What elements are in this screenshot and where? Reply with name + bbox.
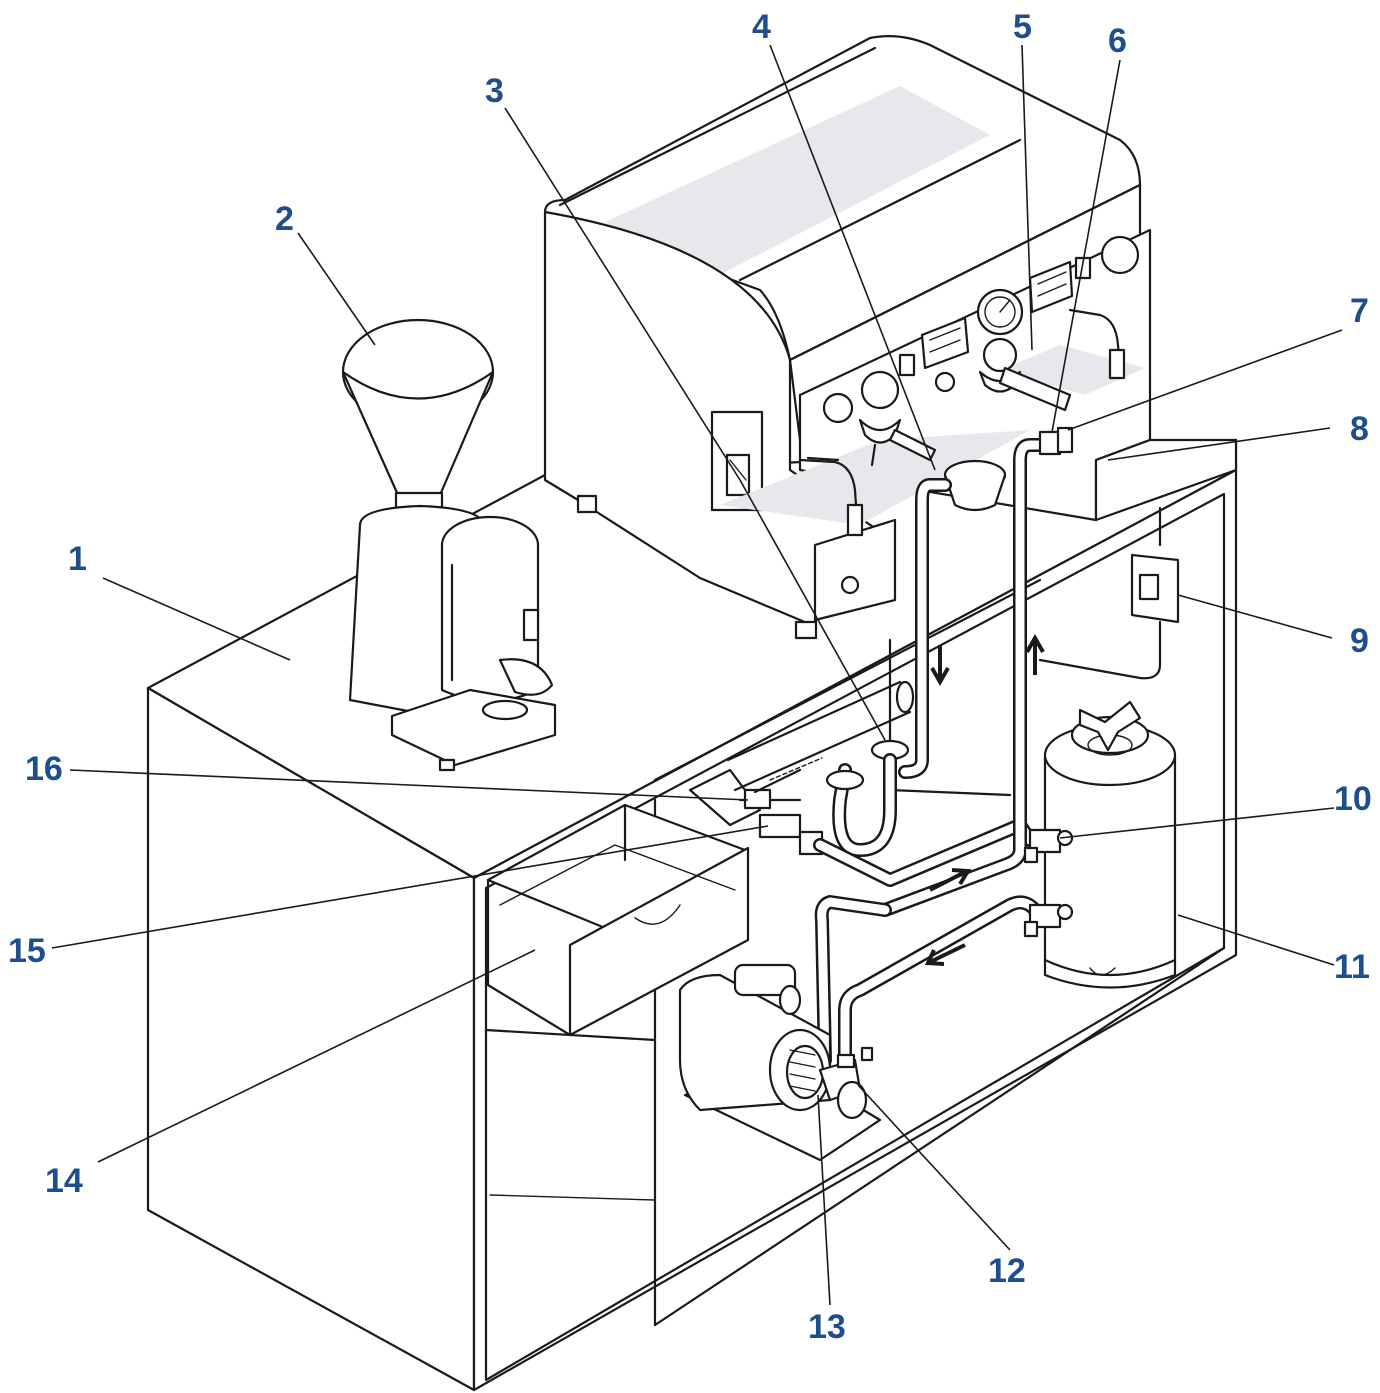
drawer-front xyxy=(568,846,750,1037)
leader-2 xyxy=(297,232,376,346)
cup-warmer-tray xyxy=(605,86,990,285)
leader-16 xyxy=(69,769,749,801)
electrical-switch-box xyxy=(1038,438,1238,680)
callout-4: 4 xyxy=(752,8,771,46)
leader-15 xyxy=(51,825,769,949)
flow-down-arrow-icon xyxy=(930,645,950,687)
steam-knob-icon xyxy=(1100,235,1140,275)
motor-capacitor xyxy=(733,963,797,997)
drawer-handle-icon xyxy=(634,904,681,925)
pump-outlet xyxy=(836,1080,868,1120)
left-display-icon xyxy=(920,316,970,370)
coffee-grinder xyxy=(341,318,557,772)
wall-switch-icon xyxy=(1138,573,1160,601)
water-tap xyxy=(743,788,772,810)
counter-side-face xyxy=(472,468,1238,1392)
leader-12 xyxy=(857,1084,1011,1251)
water-softener xyxy=(1023,700,1177,989)
waste-drawer xyxy=(486,803,750,1037)
callout-6: 6 xyxy=(1108,22,1127,60)
flow-up-arrow-icon xyxy=(1025,633,1045,675)
leader-4 xyxy=(769,44,936,471)
leader-6 xyxy=(1051,59,1121,433)
plumbing xyxy=(688,426,1074,1067)
leader-1 xyxy=(102,577,291,661)
group-head-left-icon xyxy=(860,370,900,410)
leader-5 xyxy=(1021,44,1033,351)
callout-5: 5 xyxy=(1013,8,1032,46)
leader-14 xyxy=(97,949,536,1163)
callout-8: 8 xyxy=(1350,410,1369,448)
callout-10: 10 xyxy=(1334,780,1372,818)
callout-14: 14 xyxy=(45,1162,83,1200)
drip-tray xyxy=(720,430,1030,525)
callout-16: 16 xyxy=(25,750,63,788)
left-switch-icon xyxy=(898,353,916,377)
flow-left-arrow-icon xyxy=(924,943,966,966)
grinder-base xyxy=(390,688,557,767)
pump-motor xyxy=(678,963,882,1162)
callout-1: 1 xyxy=(68,540,87,578)
leader-10 xyxy=(1059,807,1335,839)
callout-13: 13 xyxy=(808,1308,846,1346)
leader-9 xyxy=(1177,594,1333,639)
leader-3 xyxy=(504,107,741,481)
flow-right-arrow-icon xyxy=(929,868,972,892)
leader-lines xyxy=(51,44,1343,1306)
side-knob-icon xyxy=(840,575,860,595)
lower-valve xyxy=(1023,903,1074,938)
callout-9: 9 xyxy=(1350,622,1369,660)
callout-12: 12 xyxy=(988,1252,1026,1290)
callout-labels: 1 2 3 4 5 6 7 8 9 10 11 12 13 14 15 16 xyxy=(8,8,1372,1346)
callout-7: 7 xyxy=(1350,292,1369,330)
callout-3: 3 xyxy=(485,72,504,110)
group-head-right-icon xyxy=(982,337,1018,373)
siphon-trap xyxy=(825,769,865,791)
softener-tank xyxy=(1043,755,1177,977)
hose-connector xyxy=(758,813,802,839)
leader-13 xyxy=(817,1094,831,1306)
callout-2: 2 xyxy=(275,200,294,238)
callout-15: 15 xyxy=(8,932,46,970)
callout-11: 11 xyxy=(1334,948,1370,986)
leader-11 xyxy=(1177,914,1335,966)
leader-7 xyxy=(1067,329,1343,431)
softener-handle-icon xyxy=(1078,700,1142,752)
grinder-hopper xyxy=(341,370,495,497)
leader-8 xyxy=(1107,427,1331,461)
